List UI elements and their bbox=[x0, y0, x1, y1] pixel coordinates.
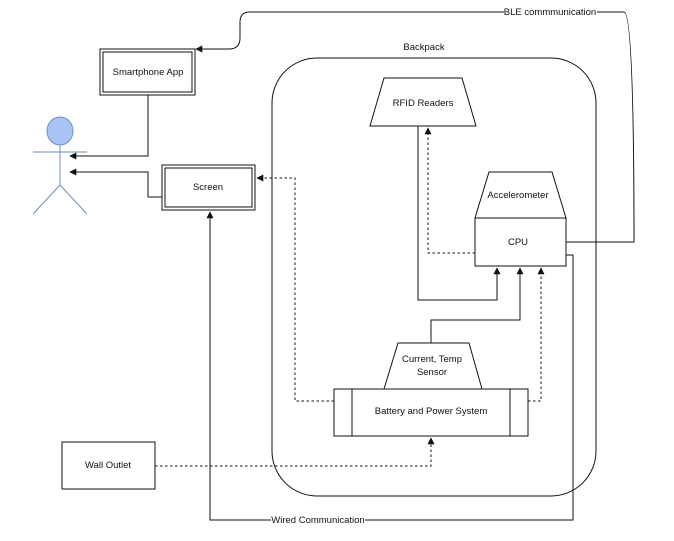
accelerometer-label: Accelerometer bbox=[487, 190, 548, 201]
rfid-to-cpu-connector bbox=[417, 126, 501, 301]
smartphone-app-label: Smartphone App bbox=[113, 67, 184, 78]
sensor-label-line2: Sensor bbox=[417, 367, 447, 378]
wall-outlet-node: Wall Outlet bbox=[61, 441, 156, 490]
screen-node: Screen bbox=[161, 164, 256, 211]
accelerometer-node: Accelerometer bbox=[474, 171, 567, 219]
wall-to-battery-connector bbox=[155, 437, 435, 467]
wired-label: Wired Communication bbox=[271, 515, 364, 526]
battery-to-screen-connector bbox=[256, 174, 334, 402]
sensor-label-line1: Current, Temp bbox=[402, 354, 462, 365]
battery-power-label: Battery and Power System bbox=[375, 406, 488, 417]
ble-connector bbox=[195, 11, 635, 243]
backpack-container bbox=[271, 57, 597, 497]
ble-label: BLE commmunication bbox=[504, 7, 596, 18]
wired-connector bbox=[206, 211, 574, 521]
smartphone-to-user-connector bbox=[69, 95, 149, 160]
screen-label: Screen bbox=[193, 182, 223, 193]
backpack-label: Backpack bbox=[403, 42, 444, 53]
user-actor-icon bbox=[32, 116, 88, 215]
rfid-readers-node: RFID Readers bbox=[369, 77, 477, 127]
battery-power-node: Battery and Power System bbox=[333, 388, 529, 437]
battery-to-cpu-connector bbox=[528, 267, 545, 402]
screen-to-user-connector bbox=[69, 168, 162, 198]
rfid-readers-label: RFID Readers bbox=[393, 98, 454, 109]
cpu-label: CPU bbox=[508, 237, 528, 248]
wired-label-bg bbox=[271, 513, 365, 526]
smartphone-app-node: Smartphone App bbox=[99, 48, 196, 96]
wall-outlet-label: Wall Outlet bbox=[85, 460, 131, 471]
current-temp-sensor-node: Current, Temp Sensor bbox=[383, 342, 483, 390]
sensor-to-cpu-connector bbox=[430, 267, 524, 343]
cpu-node: CPU bbox=[474, 217, 567, 267]
cpu-to-rfid-connector bbox=[424, 127, 475, 254]
ble-label-bg bbox=[504, 5, 597, 18]
